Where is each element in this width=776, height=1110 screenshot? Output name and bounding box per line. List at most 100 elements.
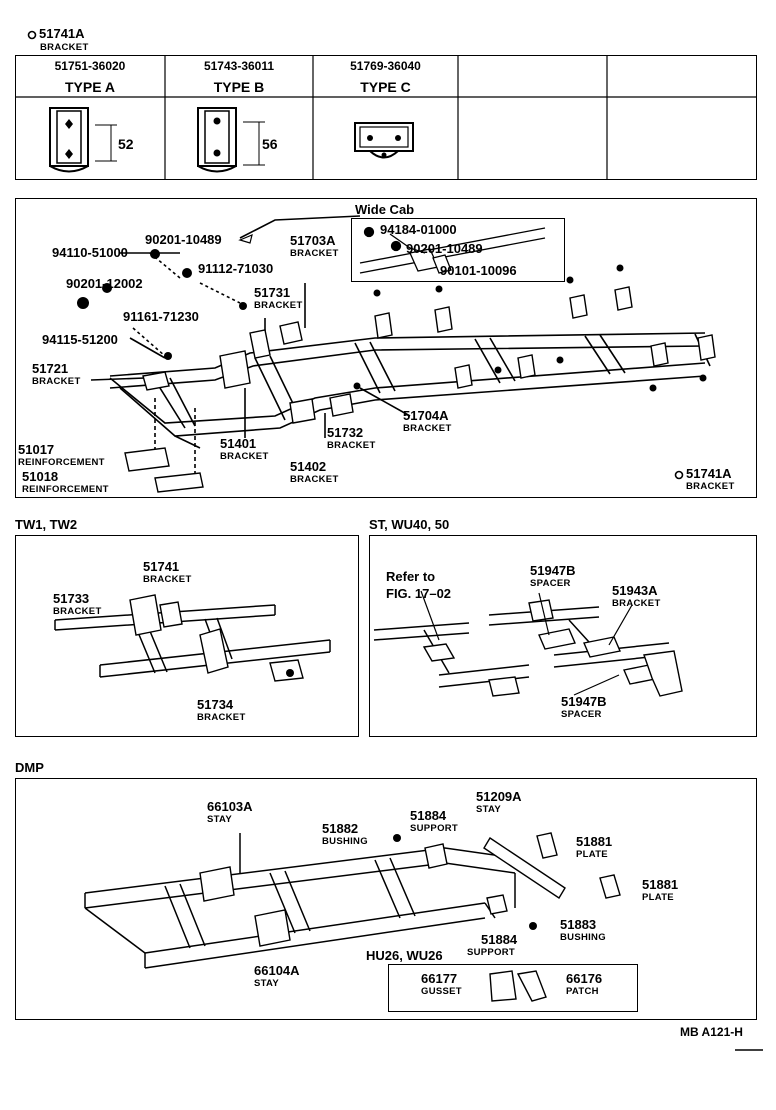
type-b-part: 51743-36011 [203,59,275,73]
label-51884-b: 51884 [481,932,518,947]
st-header: ST, WU40, 50 [369,517,450,532]
label-51731: 51731 [254,285,291,300]
label-51881-b-sub: PLATE [642,892,674,903]
label-51704A-sub: BRACKET [403,423,452,434]
type-table [15,55,757,180]
label-66177-sub: GUSSET [421,986,462,997]
top-mark-label: 51741A [39,26,85,41]
hu-header: HU26, WU26 [366,948,443,963]
footer-rule [735,1049,763,1051]
label-51017-sub: REINFORCEMENT [18,457,105,468]
label-51209A-sub: STAY [476,804,501,815]
type-b-dim: 56 [262,136,278,152]
wide-cab-title: Wide Cab [355,202,415,217]
label-51884-a: 51884 [410,808,447,823]
label-66176: 66176 [566,971,603,986]
label-51733-sub: BRACKET [53,606,102,617]
label-51733: 51733 [53,591,90,606]
label-51884-a-sub: SUPPORT [410,823,459,834]
label-51943A: 51943A [612,583,658,598]
main-frame-drawing [77,215,716,493]
dmp-drawing [84,832,621,969]
label-51883: 51883 [560,917,597,932]
label-94115-51200: 94115-51200 [42,332,118,347]
type-a-dim: 52 [118,136,134,152]
type-table-grid [15,55,757,180]
label-66104A: 66104A [254,963,300,978]
label-51947B-b-sub: SPACER [561,709,602,720]
type-c-part: 51769-36040 [350,59,421,73]
label-66177: 66177 [421,971,458,986]
label-51703A: 51703A [290,233,336,248]
label-51721-sub: BRACKET [32,376,81,387]
type-b-bracket-drawing [197,107,265,173]
label-51732-sub: BRACKET [327,440,376,451]
label-91112-71030: 91112-71030 [198,261,274,276]
label-51947B-a: 51947B [530,563,576,578]
label-51018-sub: REINFORCEMENT [22,484,109,495]
label-66103A: 66103A [207,799,253,814]
label-66104A-sub: STAY [254,978,279,989]
label-51881-a-sub: PLATE [576,849,608,860]
label-51741: 51741 [143,559,180,574]
label-51947B-a-sub: SPACER [530,578,571,589]
label-51703A-sub: BRACKET [290,248,339,259]
st-panel [369,535,757,737]
st-drawing [373,590,683,697]
type-b-label: TYPE B [213,79,265,95]
refer-text-line2: FIG. 17–02 [386,586,452,601]
tw-header: TW1, TW2 [15,517,78,532]
label-51741-sub: BRACKET [143,574,192,585]
hu-drawing [489,970,547,1002]
label-51704A: 51704A [403,408,449,423]
type-c-label: TYPE C [360,79,411,95]
type-a-part: 51751-36020 [54,59,126,73]
label-51018: 51018 [22,469,59,484]
label-51732: 51732 [327,425,364,440]
mark-circle-icon [27,30,37,40]
label-51883-sub: BUSHING [560,932,606,943]
label-90201-10489: 90201-10489 [145,232,222,247]
type-a-label: TYPE A [64,79,116,95]
label-90201-10489-b: 90201-10489 [406,241,483,256]
dmp-header: DMP [15,760,44,775]
label-90201-12002: 90201-12002 [66,276,143,291]
label-51884-b-sub: SUPPORT [467,947,516,958]
label-51734-sub: BRACKET [197,712,246,723]
tw-panel [15,535,359,737]
label-51882-sub: BUSHING [322,836,368,847]
label-51881-a: 51881 [576,834,613,849]
label-51209A: 51209A [476,789,522,804]
mark-circle-icon [674,470,684,480]
label-51402-sub: BRACKET [290,474,339,485]
label-51741A: 51741A [686,466,732,481]
label-51401: 51401 [220,436,257,451]
tw-drawing [54,594,331,682]
label-51731-sub: BRACKET [254,300,303,311]
wide-cab-inset [351,218,565,282]
label-51721: 51721 [32,361,69,376]
label-94110-51000: 94110-51000 [52,245,128,260]
label-51402: 51402 [290,459,327,474]
label-90101-10096: 90101-10096 [440,263,517,278]
label-51734: 51734 [197,697,234,712]
footer-code: MB A121-H [680,1025,743,1039]
hu-inset [388,964,638,1012]
refer-text-line1: Refer to [386,569,436,584]
label-91161-71230: 91161-71230 [123,309,199,324]
label-51943A-sub: BRACKET [612,598,661,609]
label-51947B-b: 51947B [561,694,607,709]
top-mark-sub: BRACKET [40,42,89,53]
dmp-panel [15,778,757,1020]
label-66176-sub: PATCH [566,986,599,997]
label-51017: 51017 [18,442,55,457]
label-94184-01000: 94184-01000 [380,222,457,237]
main-frame-panel [15,198,757,498]
type-c-bracket-drawing [354,122,414,159]
label-51882: 51882 [322,821,359,836]
label-51741A-sub: BRACKET [686,481,735,492]
label-51401-sub: BRACKET [220,451,269,462]
type-a-bracket-drawing [49,107,117,173]
label-51881-b: 51881 [642,877,679,892]
label-66103A-sub: STAY [207,814,232,825]
